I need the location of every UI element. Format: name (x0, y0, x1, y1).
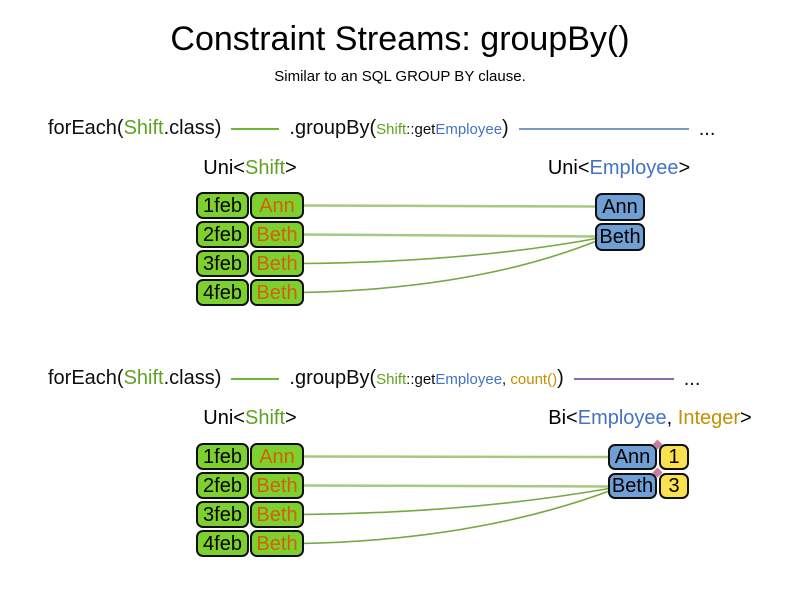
shift-date-cell: 3feb (196, 501, 249, 528)
result-type-label-2: Bi<Employee, Integer> (548, 407, 751, 430)
count-box-ann: 1 (659, 444, 689, 470)
key-accessor: ::get (406, 371, 436, 388)
collector-count: count() (510, 371, 558, 388)
shift-date-cell: 1feb (196, 192, 249, 219)
page-title: Constraint Streams: groupBy() (170, 20, 630, 58)
key-type-employee: Employee (435, 121, 503, 138)
groupby-close: ) (557, 367, 564, 389)
shift-table-2: 1feb Ann 2feb Beth 3feb Beth 4feb Beth (196, 443, 304, 559)
shift-employee-cell: Beth (250, 250, 304, 277)
key-class-shift: Shift (376, 121, 407, 138)
group-box-beth: Beth (595, 223, 645, 251)
count-box-beth: 3 (659, 473, 689, 499)
label-type-shift: Shift (244, 407, 286, 429)
shift-date-cell: 4feb (196, 279, 249, 306)
code-line-2: forEach(Shift.class) .groupBy(Shift::get… (48, 367, 700, 390)
shift-date-cell: 2feb (196, 472, 249, 499)
shift-date-cell: 3feb (196, 250, 249, 277)
continuation-ellipsis: ... (698, 118, 716, 140)
key-class-shift: Shift (376, 371, 407, 388)
shift-row: 2feb Beth (196, 221, 304, 248)
label-open: Uni< (203, 157, 245, 179)
stream-connector-green (231, 377, 280, 380)
foreach-open: forEach( (48, 367, 124, 389)
shift-date-cell: 1feb (196, 443, 249, 470)
groupby-close: ) (502, 117, 509, 139)
groupby-open: .groupBy( (289, 117, 377, 139)
key-type-employee: Employee (435, 371, 503, 388)
label-close: > (740, 407, 752, 429)
arg-separator: , (502, 371, 511, 388)
shift-row: 4feb Beth (196, 279, 304, 306)
source-type-label-1: Uni<Shift> (203, 157, 296, 180)
flow-line-shift4-to-beth (300, 239, 600, 294)
foreach-open: forEach( (48, 117, 124, 139)
foreach-arg-shift: Shift (123, 367, 164, 389)
shift-employee-cell: Beth (250, 221, 304, 248)
label-type-employee: Employee (589, 157, 679, 179)
shift-row: 4feb Beth (196, 530, 304, 557)
groupby-call: .groupBy(Shift::getEmployee) (289, 117, 508, 140)
foreach-close: .class) (163, 117, 222, 139)
shift-employee-cell: Ann (250, 443, 304, 470)
flow-line-shift3-to-beth (300, 237, 600, 265)
shift-date-cell: 4feb (196, 530, 249, 557)
stream-connector-purple (573, 377, 674, 380)
groupby-open: .groupBy( (289, 367, 377, 389)
shift-employee-cell: Beth (250, 472, 304, 499)
label-separator: , (666, 407, 678, 429)
label-open: Uni< (203, 407, 245, 429)
label-open: Uni< (547, 157, 590, 179)
shift-employee-cell: Beth (250, 530, 304, 557)
shift-date-cell: 2feb (196, 221, 249, 248)
continuation-ellipsis: ... (683, 368, 701, 390)
flow-line-shift4-to-beth-2 (300, 489, 613, 545)
label-close: > (285, 157, 297, 179)
stream-connector-blue (518, 127, 689, 130)
result-type-label-1: Uni<Employee> (548, 157, 690, 180)
foreach-arg-shift: Shift (123, 117, 164, 139)
shift-employee-cell: Ann (250, 192, 304, 219)
label-open: Bi< (548, 407, 578, 429)
foreach-close: .class) (163, 367, 222, 389)
group-box-ann: Ann (608, 444, 657, 470)
shift-employee-cell: Beth (250, 279, 304, 306)
group-box-beth: Beth (608, 473, 657, 499)
source-type-label-2: Uni<Shift> (203, 407, 296, 430)
page-subtitle: Similar to an SQL GROUP BY clause. (274, 68, 526, 85)
shift-row: 3feb Beth (196, 501, 304, 528)
key-accessor: ::get (406, 121, 436, 138)
foreach-call: forEach(Shift.class) (48, 117, 221, 140)
stream-connector-green (231, 127, 280, 130)
label-close: > (678, 157, 691, 179)
flow-line-shift1-to-ann-2 (300, 455, 613, 459)
shift-row: 3feb Beth (196, 250, 304, 277)
label-type-integer: Integer (677, 407, 741, 429)
code-line-1: forEach(Shift.class) .groupBy(Shift::get… (48, 117, 715, 140)
label-type-employee: Employee (577, 407, 667, 429)
shift-row: 1feb Ann (196, 192, 304, 219)
flow-line-shift3-to-beth-2 (300, 487, 613, 516)
label-type-shift: Shift (244, 157, 286, 179)
flow-line-shift1-to-ann (300, 204, 600, 208)
foreach-call: forEach(Shift.class) (48, 367, 221, 390)
flow-line-shift2-to-beth-2 (300, 484, 613, 488)
groupby-call: .groupBy(Shift::getEmployee, count()) (289, 367, 563, 390)
shift-table-1: 1feb Ann 2feb Beth 3feb Beth 4feb Beth (196, 192, 304, 308)
shift-row: 2feb Beth (196, 472, 304, 499)
label-close: > (285, 407, 297, 429)
shift-row: 1feb Ann (196, 443, 304, 470)
group-box-ann: Ann (595, 193, 645, 221)
flow-line-shift2-to-beth (300, 233, 600, 238)
shift-employee-cell: Beth (250, 501, 304, 528)
